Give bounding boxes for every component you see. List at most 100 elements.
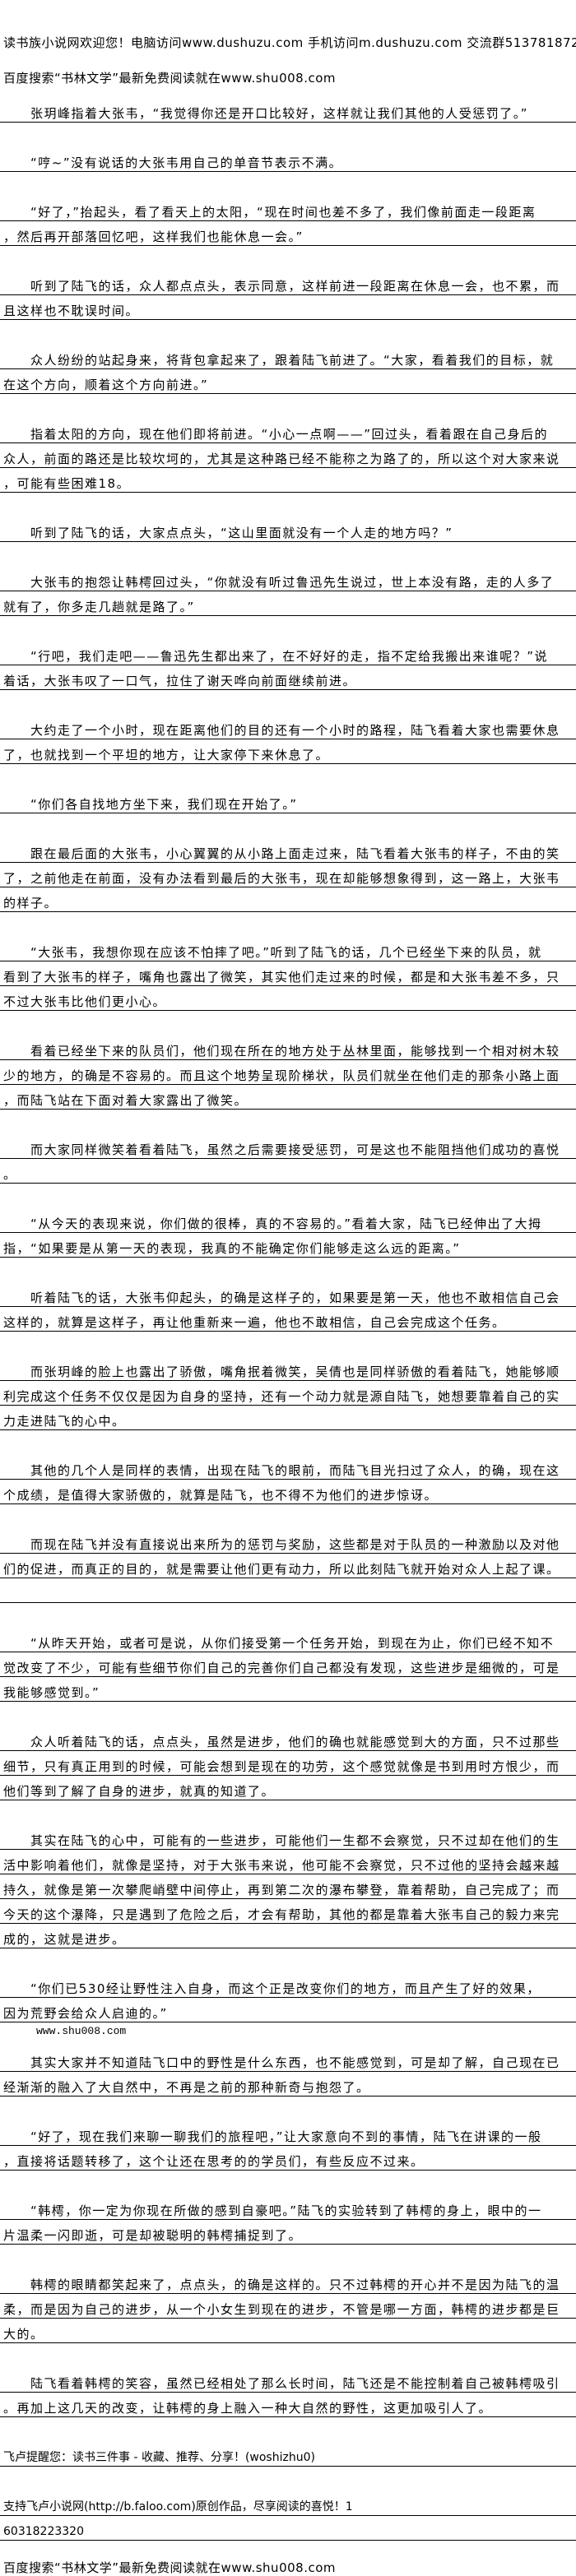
paragraph: 听到了陆飞的话，众人都点点头，表示同意，这样前进一段距离在休息一会，也不累，而且… <box>0 271 576 320</box>
support-line-continued: 60318223320 <box>0 2516 576 2541</box>
text-line: 而大家同样微笑着看着陆飞，虽然之后需要接受惩罚，可是这也不能阻挡他们成功的喜悦 <box>0 1134 576 1159</box>
paragraph: 跟在最后面的大张韦，小心翼翼的从小路上面走过来，陆飞看着大张韦的样子，不由的笑了… <box>0 838 576 912</box>
paragraph: “你们各自找地方坐下来，我们现在开始了。” <box>0 789 576 813</box>
paragraph: “好了，现在我们来聊一聊我们的旅程吧，”让大家意向不到的事情，陆飞在讲课的一般，… <box>0 2121 576 2171</box>
text-line: 因为荒野会给众人启迪的。” <box>0 1998 576 2022</box>
text-line: 跟在最后面的大张韦，小心翼翼的从小路上面走过来，陆飞看着大张韦的样子，不由的笑 <box>0 838 576 863</box>
text-line: 这样的，就算是这样子，再让他重新来一遍，他也不敢相信，自己会完成这个任务。 <box>0 1307 576 1332</box>
text-line: 大张韦的抱怨让韩樗回过头，“你就没有听过鲁迅先生说过，世上本没有路，走的人多了 <box>0 567 576 591</box>
text-line: “韩樗，你一定为你现在所做的感到自豪吧。”陆飞的实验转到了韩樗的身上，眼中的一 <box>0 2195 576 2220</box>
text-line: 而张玥峰的脸上也露出了骄傲，嘴角抿着微笑，吴倩也是同样骄傲的看着陆飞，她能够顺 <box>0 1356 576 1381</box>
text-line: 成的，这就是进步。 <box>0 1924 576 1948</box>
text-line: “你们已530经让野性注入自身，而这个正是改变你们的地方，而且产生了好的效果， <box>0 1973 576 1998</box>
text-line: 活中影响着他们，就像是坚持，对于大张韦来说，他可能不会察觉，只不过他的坚持会越来… <box>0 1850 576 1874</box>
paragraph: “大张韦，我想你现在应该不怕摔了吧。”听到了陆飞的话，几个已经坐下来的队员，就看… <box>0 937 576 1011</box>
text-line <box>0 1578 576 1603</box>
paragraph: 张玥峰指着大张韦，“我觉得你还是开口比较好，这样就让我们其他的人受惩罚了。” <box>0 98 576 123</box>
text-line: 其他的几个人是同样的表情，出现在陆飞的眼前，而陆飞目光扫过了众人，的确，现在这 <box>0 1455 576 1480</box>
paragraph: 大张韦的抱怨让韩樗回过头，“你就没有听过鲁迅先生说过，世上本没有路，走的人多了就… <box>0 567 576 616</box>
text-line: 听到了陆飞的话，众人都点点头，表示同意，这样前进一段距离在休息一会，也不累，而 <box>0 271 576 295</box>
text-line: “好了，现在我们来聊一聊我们的旅程吧，”让大家意向不到的事情，陆飞在讲课的一般 <box>0 2121 576 2146</box>
text-line: 众人，前面的路还是比较坎坷的，尤其是这种路已经不能称之为路了的，所以这个对大家来… <box>0 443 576 468</box>
text-line: 的样子。 <box>0 887 576 912</box>
text-line: “你们各自找地方坐下来，我们现在开始了。” <box>0 789 576 813</box>
text-line: 我能够感觉到。” <box>0 1677 576 1702</box>
text-line: “哼~”没有说话的大张韦用自己的单音节表示不满。 <box>0 147 576 172</box>
text-line: ，然后再开部落回忆吧，这样我们也能休息一会。” <box>0 221 576 246</box>
text-line: 看着已经坐下来的队员们，他们现在所在的地方处于丛林里面，能够找到一个相对树木较 <box>0 1035 576 1060</box>
text-line: 持久，就像是第一次攀爬峭壁中间停止，再到第二次的瀑布攀登，靠着帮助，自己完成了；… <box>0 1874 576 1899</box>
paragraph: 听着陆飞的话，大张韦仰起头，的确是这样子的，如果要是第一天，他也不敢相信自己会这… <box>0 1282 576 1332</box>
text-line: 大约走了一个小时，现在距离他们的目的还有一个小时的路程，陆飞看着大家也需要休息 <box>0 715 576 739</box>
paragraph: 而张玥峰的脸上也露出了骄傲，嘴角抿着微笑，吴倩也是同样骄傲的看着陆飞，她能够顺利… <box>0 1356 576 1430</box>
paragraph: 众人听着陆飞的话，点点头，虽然是进步，他们的确也就能感觉到大的方面，只不过那些细… <box>0 1726 576 1800</box>
paragraph: 众人纷纷的站起身来，将背包拿起来了，跟着陆飞前进了。“大家，看着我们的目标，就在… <box>0 345 576 394</box>
text-line: 。 <box>0 1159 576 1184</box>
text-line: 经渐渐的融入了大自然中，不再是之前的那种新奇与抱怨了。 <box>0 2072 576 2096</box>
text-line: 指，“如果要是从第一天的表现，我真的不能确定你们能够走这么远的距离。” <box>0 1233 576 1258</box>
text-line: 个成绩，是值得大家骄傲的，就算是陆飞，也不得不为他们的进步惊讶。 <box>0 1480 576 1504</box>
text-line: “大张韦，我想你现在应该不怕摔了吧。”听到了陆飞的话，几个已经坐下来的队员，就 <box>0 937 576 961</box>
welcome-banner: 读书族小说网欢迎您！电脑访问www.dushuzu.com 手机访问m.dush… <box>3 35 576 50</box>
text-line: “从昨天开始，或者可是说，从你们接受第一个任务开始，到现在为止，你们已经不知不 <box>0 1628 576 1652</box>
text-line: 少的地方，的确是不容易的。而且这个地势呈现阶梯状，队员们就坐在他们走的那条小路上… <box>0 1060 576 1085</box>
text-line: 陆飞看着韩樗的笑容，虽然已经相处了那么长时间，陆飞还是不能控制着自己被韩樗吸引 <box>0 2368 576 2393</box>
text-line: 张玥峰指着大张韦，“我觉得你还是开口比较好，这样就让我们其他的人受惩罚了。” <box>0 98 576 123</box>
site-header: 读书族小说网欢迎您！电脑访问www.dushuzu.com 手机访问m.dush… <box>0 0 576 86</box>
baidu-search-banner-bottom: 百度搜索“书林文学”最新免费阅读就在www.shu008.com <box>3 2560 337 2575</box>
text-line: ，直接将话题转移了，这个让还在思考的的学员们，有些反应不过来。 <box>0 2146 576 2171</box>
paragraph: 而大家同样微笑着看着陆飞，虽然之后需要接受惩罚，可是这也不能阻挡他们成功的喜悦。 <box>0 1134 576 1184</box>
text-line: 大的。 <box>0 2319 576 2343</box>
text-line: 听着陆飞的话，大张韦仰起头，的确是这样子的，如果要是第一天，他也不敢相信自己会 <box>0 1282 576 1307</box>
paragraph: 看着已经坐下来的队员们，他们现在所在的地方处于丛林里面，能够找到一个相对树木较少… <box>0 1035 576 1110</box>
paragraph: “从昨天开始，或者可是说，从你们接受第一个任务开始，到现在为止，你们已经不知不觉… <box>0 1628 576 1702</box>
text-line: 们的促进，而真正的目的，就是需要让他们更有动力，所以此刻陆飞就开始对众人上起了课… <box>0 1554 576 1578</box>
paragraph: 韩樗的眼睛都笑起来了，点点头，的确是这样的。只不过韩樗的开心并不是因为陆飞的温柔… <box>0 2269 576 2343</box>
reminder-line: 飞卢提醒您：读书三件事 - 收藏、推荐、分享！(woshizhu0) <box>0 2442 576 2467</box>
chapter-footer: 飞卢提醒您：读书三件事 - 收藏、推荐、分享！(woshizhu0) 支持飞卢小… <box>0 2442 576 2576</box>
paragraph: 陆飞看着韩樗的笑容，虽然已经相处了那么长时间，陆飞还是不能控制着自己被韩樗吸引。… <box>0 2368 576 2417</box>
text-line: 不过大张韦比他们更小心。 <box>0 986 576 1011</box>
text-line: “行吧，我们走吧——鲁迅先生都出来了，在不好好的走，指不定给我搬出来谁呢？”说 <box>0 641 576 665</box>
paragraph: “你们已530经让野性注入自身，而这个正是改变你们的地方，而且产生了好的效果，因… <box>0 1973 576 2022</box>
text-line: 了，之前他走在前面，没有办法看到最后的大张韦，现在却能够想象得到，这一路上，大张… <box>0 863 576 887</box>
paragraph: www.shu008.com 其实大家并不知道陆飞口中的野性是什么东西，也不能感… <box>0 2025 576 2096</box>
paragraph: “行吧，我们走吧——鲁迅先生都出来了，在不好好的走，指不定给我搬出来谁呢？”说着… <box>0 641 576 690</box>
text-line: 众人纷纷的站起身来，将背包拿起来了，跟着陆飞前进了。“大家，看着我们的目标，就 <box>0 345 576 369</box>
text-line: 着话，大张韦叹了一口气，拉住了谢天哗向前面继续前进。 <box>0 665 576 690</box>
text-line: 柔，而是因为自己的进步，从一个小女生到现在的进步，不管是哪一方面，韩樗的进步都是… <box>0 2294 576 2319</box>
text-line: 力走进陆飞的心中。 <box>0 1406 576 1430</box>
paragraph: 其他的几个人是同样的表情，出现在陆飞的眼前，而陆飞目光扫过了众人，的确，现在这个… <box>0 1455 576 1504</box>
site-watermark-link: www.shu008.com <box>36 2025 127 2037</box>
paragraph: 大约走了一个小时，现在距离他们的目的还有一个小时的路程，陆飞看着大家也需要休息了… <box>0 715 576 764</box>
text-line: 细节，只有真正用到的时候，可能会想到是现在的功劳，这个感觉就像是书到用时方恨少，… <box>0 1751 576 1776</box>
text-line: 指着太阳的方向，现在他们即将前进。“小心一点啊——”回过头，看着跟在自己身后的 <box>0 419 576 443</box>
text-line: 他们等到了解了自身的进步，就真的知道了。 <box>0 1776 576 1800</box>
text-line: 其实大家并不知道陆飞口中的野性是什么东西，也不能感觉到，可是却了解，自己现在已 <box>0 2047 576 2072</box>
text-line: “从今天的表现来说，你们做的很棒，真的不容易的。”看着大家，陆飞已经伸出了大拇 <box>0 1208 576 1233</box>
text-line: 。再加上这几天的改变，让韩樗的身上融入一种大自然的野性，这更加吸引人了。 <box>0 2393 576 2417</box>
text-line: ，可能有些困难18。 <box>0 468 576 493</box>
text-line: “好了，”抬起头，看了看天上的太阳，“现在时间也差不多了，我们像前面走一段距离 <box>0 197 576 221</box>
text-line: 其实在陆飞的心中，可能有的一些进步，可能他们一生都不会察觉，只不过却在他们的生 <box>0 1825 576 1850</box>
paragraph: 而现在陆飞并没有直接说出来所为的惩罚与奖励，这些都是对于队员的一种激励以及对他们… <box>0 1529 576 1603</box>
text-line: 片温柔一闪即逝，可是却被聪明的韩樗捕捉到了。 <box>0 2220 576 2245</box>
text-line: 看到了大张韦的样子，嘴角也露出了微笑，其实他们走过来的时候，都是和大张韦差不多，… <box>0 961 576 986</box>
paragraph: “韩樗，你一定为你现在所做的感到自豪吧。”陆飞的实验转到了韩樗的身上，眼中的一片… <box>0 2195 576 2245</box>
text-line: 今天的这个瀑降，只是遇到了危险之后，才会有帮助，其他的都是靠着大张韦自己的毅力来… <box>0 1899 576 1924</box>
text-line: 韩樗的眼睛都笑起来了，点点头，的确是这样的。只不过韩樗的开心并不是因为陆飞的温 <box>0 2269 576 2294</box>
text-line: 众人听着陆飞的话，点点头，虽然是进步，他们的确也就能感觉到大的方面，只不过那些 <box>0 1726 576 1751</box>
text-line: 了，也就找到一个平坦的地方，让大家停下来休息了。 <box>0 739 576 764</box>
support-line: 支持飞卢小说网(http://b.faloo.com)原创作品，尽享阅读的喜悦！… <box>0 2491 576 2516</box>
text-line: 听到了陆飞的话，大家点点头，“这山里面就没有一个人走的地方吗？” <box>0 517 576 542</box>
text-line: ，而陆飞站在下面对着大家露出了微笑。 <box>0 1085 576 1110</box>
text-line: 且这样也不耽误时间。 <box>0 295 576 320</box>
paragraph: “好了，”抬起头，看了看天上的太阳，“现在时间也差不多了，我们像前面走一段距离，… <box>0 197 576 246</box>
text-line: 利完成这个任务不仅仅是因为自身的坚持，还有一个动力就是源自陆飞，她想要靠着自己的… <box>0 1381 576 1406</box>
paragraph: “从今天的表现来说，你们做的很棒，真的不容易的。”看着大家，陆飞已经伸出了大拇指… <box>0 1208 576 1258</box>
text-line: 觉改变了不少，可能有些细节你们自己的完善你们自己都没有发现，这些进步是细微的，可… <box>0 1652 576 1677</box>
text-line: 而现在陆飞并没有直接说出来所为的惩罚与奖励，这些都是对于队员的一种激励以及对他 <box>0 1529 576 1554</box>
text-line: 在这个方向，顺着这个方向前进。” <box>0 369 576 394</box>
paragraph: 指着太阳的方向，现在他们即将前进。“小心一点啊——”回过头，看着跟在自己身后的众… <box>0 419 576 493</box>
text-line: 就有了，你多走几趟就是路了。” <box>0 591 576 616</box>
